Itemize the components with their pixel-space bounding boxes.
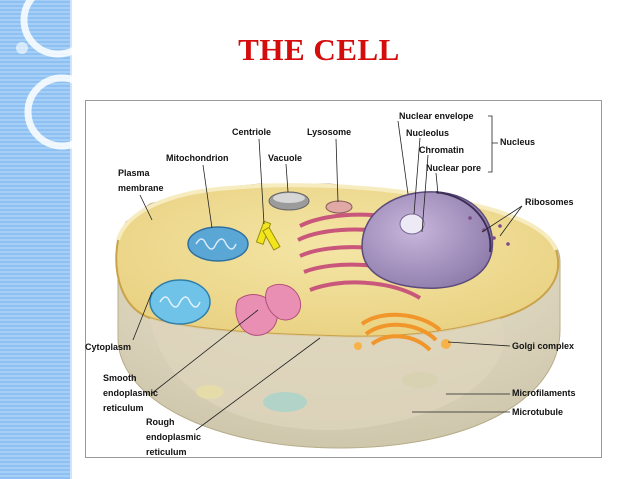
inner-vesicle — [263, 392, 307, 412]
label-centriole: Centriole — [232, 127, 271, 137]
leader-lines — [132, 115, 523, 431]
label-vacuole: Vacuole — [268, 153, 302, 163]
smooth-er — [235, 284, 302, 336]
label-chromatin: Chromatin — [419, 145, 464, 155]
label-rough-er-3: reticulum — [146, 447, 187, 457]
label-lysosome: Lysosome — [307, 127, 351, 137]
golgi-vesicle — [354, 342, 362, 350]
label-mitochondrion: Mitochondrion — [166, 153, 229, 163]
golgi-vesicle — [441, 339, 451, 349]
mitochondrion — [187, 226, 249, 262]
label-nuclear-pore: Nuclear pore — [426, 163, 481, 173]
label-nucleus: Nucleus — [500, 137, 535, 147]
label-cytoplasm: Cytoplasm — [85, 342, 131, 352]
ribosomes — [468, 216, 510, 246]
mitochondrion-cristae — [195, 238, 237, 250]
label-smooth-er-1: Smooth — [103, 373, 137, 383]
label-golgi-complex: Golgi complex — [512, 341, 574, 351]
label-nucleolus: Nucleolus — [406, 128, 449, 138]
nucleolus — [399, 213, 425, 235]
plasma-membrane — [116, 183, 558, 251]
page-title: THE CELL — [238, 32, 400, 67]
lysosome — [325, 200, 353, 214]
label-smooth-er-2: endoplasmic — [103, 388, 158, 398]
label-microfilaments: Microfilaments — [512, 388, 576, 398]
label-plasma-membrane-2: membrane — [118, 183, 164, 193]
golgi-complex — [360, 312, 442, 352]
nucleus — [361, 191, 494, 289]
label-nuclear-envelope: Nuclear envelope — [399, 111, 474, 121]
sidebar-edge — [70, 0, 72, 479]
label-microtubule: Microtubule — [512, 407, 563, 417]
vacuole-top — [273, 193, 305, 203]
centriole — [255, 220, 281, 251]
inner-vesicle — [196, 385, 224, 399]
label-rough-er-1: Rough — [146, 417, 175, 427]
inner-vesicle — [402, 372, 438, 388]
label-smooth-er-3: reticulum — [103, 403, 144, 413]
mitochondrion-cristae — [159, 296, 201, 308]
inner-cavity — [150, 318, 505, 431]
nuclear-envelope — [435, 191, 492, 253]
label-ribosomes: Ribosomes — [525, 197, 574, 207]
label-rough-er-2: endoplasmic — [146, 432, 201, 442]
label-plasma-membrane-1: Plasma — [118, 168, 151, 178]
